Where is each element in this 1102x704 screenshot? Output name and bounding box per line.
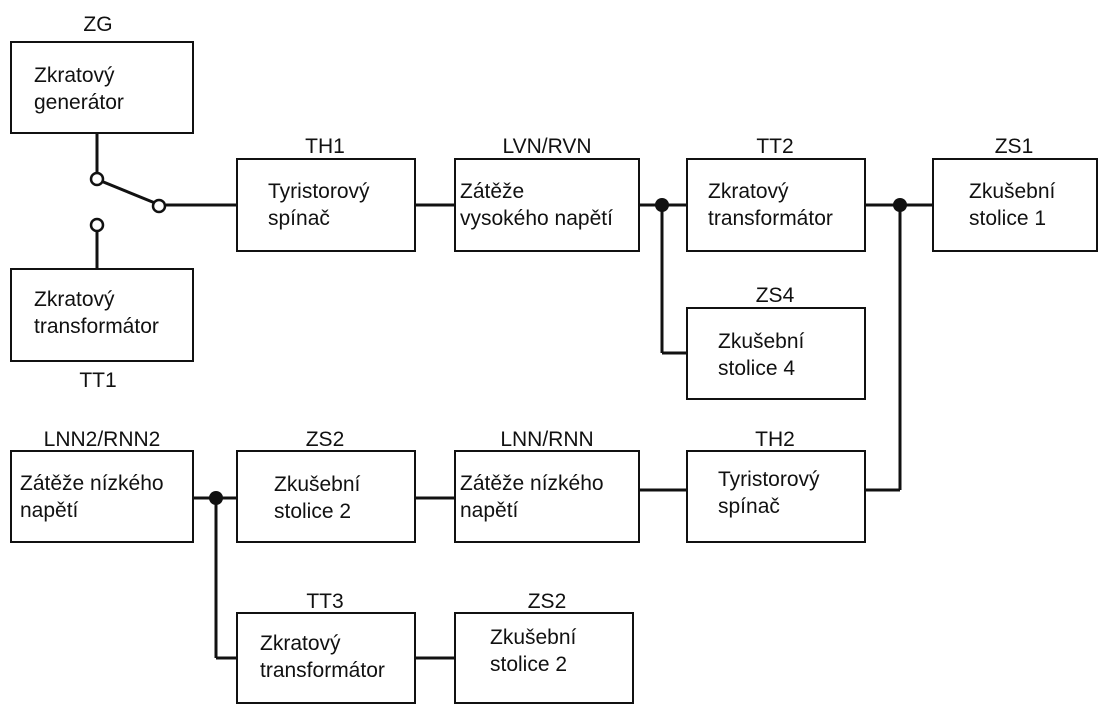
zs4-line2: stolice 4 [718, 357, 796, 380]
tt3-line2: transformátor [260, 659, 385, 682]
junction-dot-lvn [655, 198, 669, 212]
switch-contact-lower [89, 217, 105, 233]
lnn-line1: Zátěže nízkého [460, 472, 604, 495]
th1-block-text: Tyristorový spínač [268, 178, 370, 232]
th1-tag: TH1 [305, 135, 345, 158]
zs1-block: Zkušební stolice 1 [932, 158, 1098, 252]
zs1-block-text: Zkušební stolice 1 [969, 178, 1055, 232]
zs1-line2: stolice 1 [969, 207, 1047, 230]
th1-line1: Tyristorový [268, 180, 370, 203]
zs4-line1: Zkušební [718, 330, 805, 353]
lnn2-tag: LNN2/RNN2 [43, 428, 161, 451]
lvn-tag: LVN/RVN [502, 135, 592, 158]
tt2-line2: transformátor [708, 207, 833, 230]
th2-block: Tyristorový spínač [686, 450, 866, 543]
tt2-block-text: Zkratový transformátor [708, 178, 833, 232]
zs2b-block-text: Zkušební stolice 2 [490, 624, 576, 678]
tt1-block: Zkratový transformátor [10, 268, 194, 362]
lvn-line2: vysokého napětí [460, 207, 613, 230]
zg-line2: generátor [34, 91, 124, 114]
tt1-line1: Zkratový [34, 288, 115, 311]
lnn-line2: napětí [460, 499, 519, 522]
lnn-block: Zátěže nízkého napětí [454, 450, 640, 543]
switch-contact-upper [89, 171, 105, 187]
tt1-line2: transformátor [34, 315, 159, 338]
zs2b-tag: ZS2 [527, 590, 567, 613]
zg-line1: Zkratový [34, 64, 115, 87]
zs4-tag: ZS4 [755, 284, 795, 307]
zs2a-line2: stolice 2 [274, 500, 352, 523]
zs2a-line1: Zkušební [274, 473, 361, 496]
zs4-block-text: Zkušební stolice 4 [718, 328, 804, 382]
zs2b-block: Zkušební stolice 2 [454, 612, 634, 704]
tt1-block-text: Zkratový transformátor [34, 286, 159, 340]
lnn-tag: LNN/RNN [500, 428, 594, 451]
zs1-line1: Zkušební [969, 180, 1056, 203]
zg-block: Zkratový generátor [10, 41, 194, 134]
zs4-block: Zkušební stolice 4 [686, 307, 866, 400]
th2-block-text: Tyristorový spínač [718, 466, 820, 520]
th1-block: Tyristorový spínač [236, 158, 416, 252]
tt3-block-text: Zkratový transformátor [260, 630, 385, 684]
tt3-block: Zkratový transformátor [236, 612, 416, 704]
switch-contact-pivot [151, 198, 167, 214]
tt1-tag: TT1 [79, 369, 117, 392]
tt3-tag: TT3 [306, 590, 344, 613]
zs2b-line1: Zkušební [490, 626, 577, 649]
lnn2-line2: napětí [20, 499, 79, 522]
th2-tag: TH2 [755, 428, 795, 451]
junction-dot-lnn2 [209, 491, 223, 505]
lvn-block: Zátěže vysokého napětí [454, 158, 640, 252]
zs2a-block: Zkušební stolice 2 [236, 450, 416, 543]
lvn-line1: Zátěže [460, 180, 525, 203]
lnn2-block-text: Zátěže nízkého napětí [20, 470, 164, 524]
tt3-line1: Zkratový [260, 632, 341, 655]
tt2-tag: TT2 [756, 135, 794, 158]
th2-line2: spínač [718, 495, 780, 518]
zs2a-tag: ZS2 [305, 428, 345, 451]
zs1-tag: ZS1 [994, 135, 1034, 158]
zs2a-block-text: Zkušební stolice 2 [274, 471, 360, 525]
lvn-block-text: Zátěže vysokého napětí [460, 178, 613, 232]
tt2-line1: Zkratový [708, 180, 789, 203]
junction-dot-tt2 [893, 198, 907, 212]
th1-line2: spínač [268, 207, 330, 230]
lnn-block-text: Zátěže nízkého napětí [460, 470, 604, 524]
zg-tag: ZG [83, 13, 113, 36]
th2-line1: Tyristorový [718, 468, 820, 491]
lnn2-line1: Zátěže nízkého [20, 472, 164, 495]
zg-block-text: Zkratový generátor [34, 62, 124, 116]
lnn2-block: Zátěže nízkého napětí [10, 450, 194, 543]
tt2-block: Zkratový transformátor [686, 158, 866, 252]
zs2b-line2: stolice 2 [490, 653, 568, 676]
